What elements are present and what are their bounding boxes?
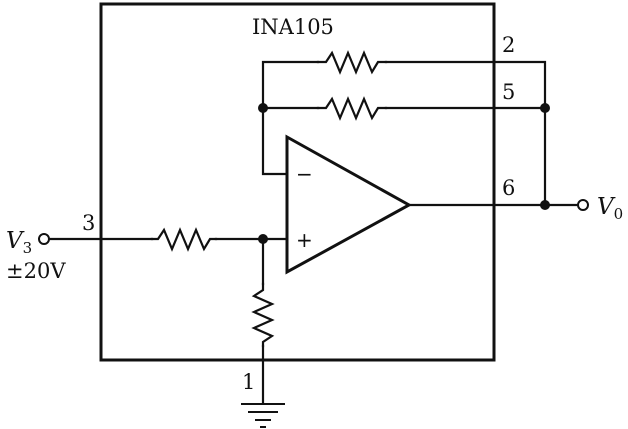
junction-dot-output <box>540 200 550 210</box>
pin-label-6: 6 <box>502 176 515 200</box>
input-voltage-label: V3 <box>6 228 32 257</box>
resistor-mid <box>316 96 388 121</box>
resistor-input <box>150 227 218 252</box>
ground-icon <box>241 403 285 428</box>
input-range-label: ±20V <box>6 259 66 283</box>
opamp-plus-sign: + <box>296 228 313 252</box>
pin-label-1: 1 <box>242 370 255 394</box>
junction-dot-pin5 <box>540 103 550 113</box>
inverting-input-wire <box>261 106 289 176</box>
chip-name: INA105 <box>252 15 334 39</box>
resistor-ground <box>251 282 275 348</box>
pin-label-5: 5 <box>502 80 515 104</box>
opamp-triangle <box>285 134 413 275</box>
resistor-top-wire-left <box>261 60 320 110</box>
output-voltage-label: V0 <box>597 194 623 223</box>
output-voltage-symbol: V <box>597 194 616 220</box>
input-terminal <box>38 233 50 245</box>
output-terminal <box>577 199 589 211</box>
chip-outline <box>99 2 496 362</box>
input-voltage-symbol: V <box>6 228 25 254</box>
resistor-top-wire-right <box>384 60 547 110</box>
opamp-minus-sign: − <box>296 162 313 186</box>
pin-label-3: 3 <box>82 211 95 235</box>
junction-dot-feedback <box>258 103 268 113</box>
input-voltage-subscript: 3 <box>23 239 33 257</box>
pin-label-2: 2 <box>502 33 515 57</box>
resistor-top <box>316 50 388 75</box>
junction-dot-noninverting <box>258 234 268 244</box>
output-voltage-subscript: 0 <box>614 205 624 223</box>
